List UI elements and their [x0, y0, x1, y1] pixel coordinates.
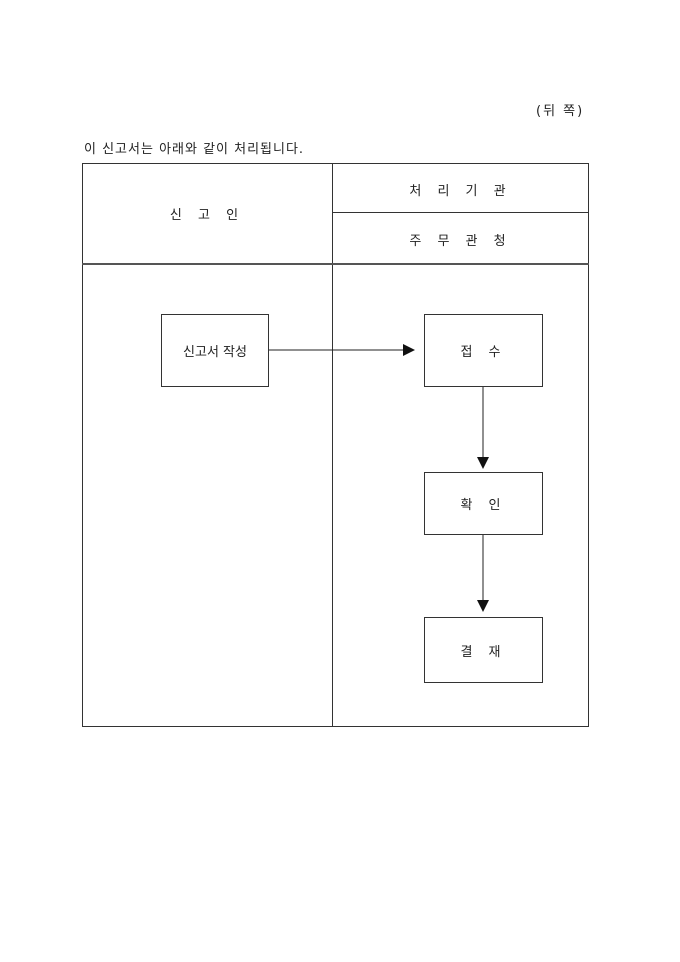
step-label: 결 재 — [460, 644, 507, 660]
step-label: 신고서 작성 — [183, 345, 247, 360]
step-confirm: 확 인 — [424, 472, 543, 535]
page-label: (뒤 쪽) — [536, 104, 585, 119]
table-border — [82, 163, 589, 727]
intro-text: 이 신고서는 아래와 같이 처리됩니다. — [84, 142, 305, 157]
agency-header: 처 리 기 관 — [409, 184, 512, 199]
arrowhead-right-icon — [403, 344, 415, 356]
column-divider — [332, 163, 333, 727]
authority-header: 주 무 관 청 — [409, 234, 512, 249]
step-write-report: 신고서 작성 — [161, 314, 269, 387]
header-bottom-divider — [82, 263, 589, 265]
step-approve: 결 재 — [424, 617, 543, 683]
header-row-divider — [332, 212, 589, 213]
arrowhead-down-icon — [477, 457, 489, 469]
step-label: 확 인 — [460, 498, 507, 513]
arrowhead-down-icon — [477, 600, 489, 612]
step-label: 접 수 — [460, 345, 507, 360]
applicant-header: 신 고 인 — [169, 208, 245, 223]
step-receive: 접 수 — [424, 314, 543, 387]
